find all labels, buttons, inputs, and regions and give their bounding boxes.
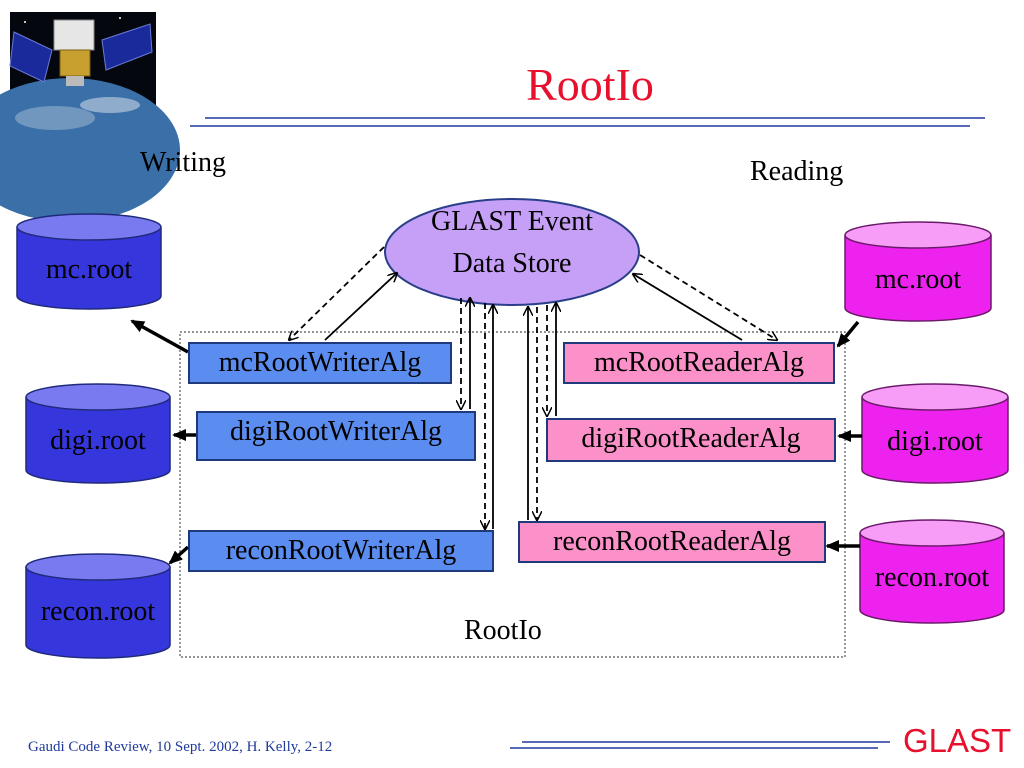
arrow-reconwriter-to-file [168, 545, 190, 565]
cylinder-digi-in [861, 383, 1009, 484]
cylinder-mc-in [844, 221, 992, 322]
glast-brand-logo: GLAST [903, 722, 1012, 759]
writing-label: Writing [140, 147, 226, 178]
arrow-mcwriter-to-file [130, 319, 189, 354]
reading-label: Reading [750, 156, 844, 187]
cylinder-mc-out [16, 213, 162, 310]
file-recon-in-label: recon.root [874, 562, 990, 593]
file-mc-out-label: mc.root [45, 254, 133, 285]
file-digi-out-label: digi.root [50, 425, 146, 456]
event-store-ellipse [384, 198, 640, 306]
arrow-store-to-mcreader [639, 254, 777, 340]
cylinder-recon-in [859, 519, 1005, 624]
mc-root-reader-alg: mcRootReaderAlg [563, 342, 835, 384]
arrow-mcreader-to-store [633, 274, 743, 341]
file-recon-out-label: recon.root [40, 596, 156, 627]
rootio-group-border [179, 331, 846, 658]
page-title: RootIo [526, 59, 654, 110]
footer-citation: Gaudi Code Review, 10 Sept. 2002, H. Kel… [28, 739, 333, 755]
file-mc-in-label: mc.root [874, 264, 962, 295]
arrow-store-to-mcwriter [289, 246, 385, 340]
rootio-group-label: RootIo [464, 615, 542, 646]
arrow-file-to-mcreader [836, 320, 860, 348]
arrow-mcwriter-to-store [324, 273, 397, 341]
glast-satellite-logo [0, 12, 180, 222]
event-store-line2: Data Store [452, 248, 572, 279]
cylinder-recon-out [25, 553, 171, 659]
event-store-line1: GLAST Event [430, 206, 594, 237]
recon-root-writer-alg: reconRootWriterAlg [188, 530, 494, 572]
cylinder-digi-out [25, 383, 171, 484]
mc-root-writer-alg: mcRootWriterAlg [188, 342, 452, 384]
file-digi-in-label: digi.root [887, 426, 983, 457]
recon-root-reader-alg: reconRootReaderAlg [518, 521, 826, 563]
digi-root-reader-alg: digiRootReaderAlg [546, 418, 836, 462]
digi-root-writer-alg: digiRootWriterAlg [196, 411, 476, 461]
